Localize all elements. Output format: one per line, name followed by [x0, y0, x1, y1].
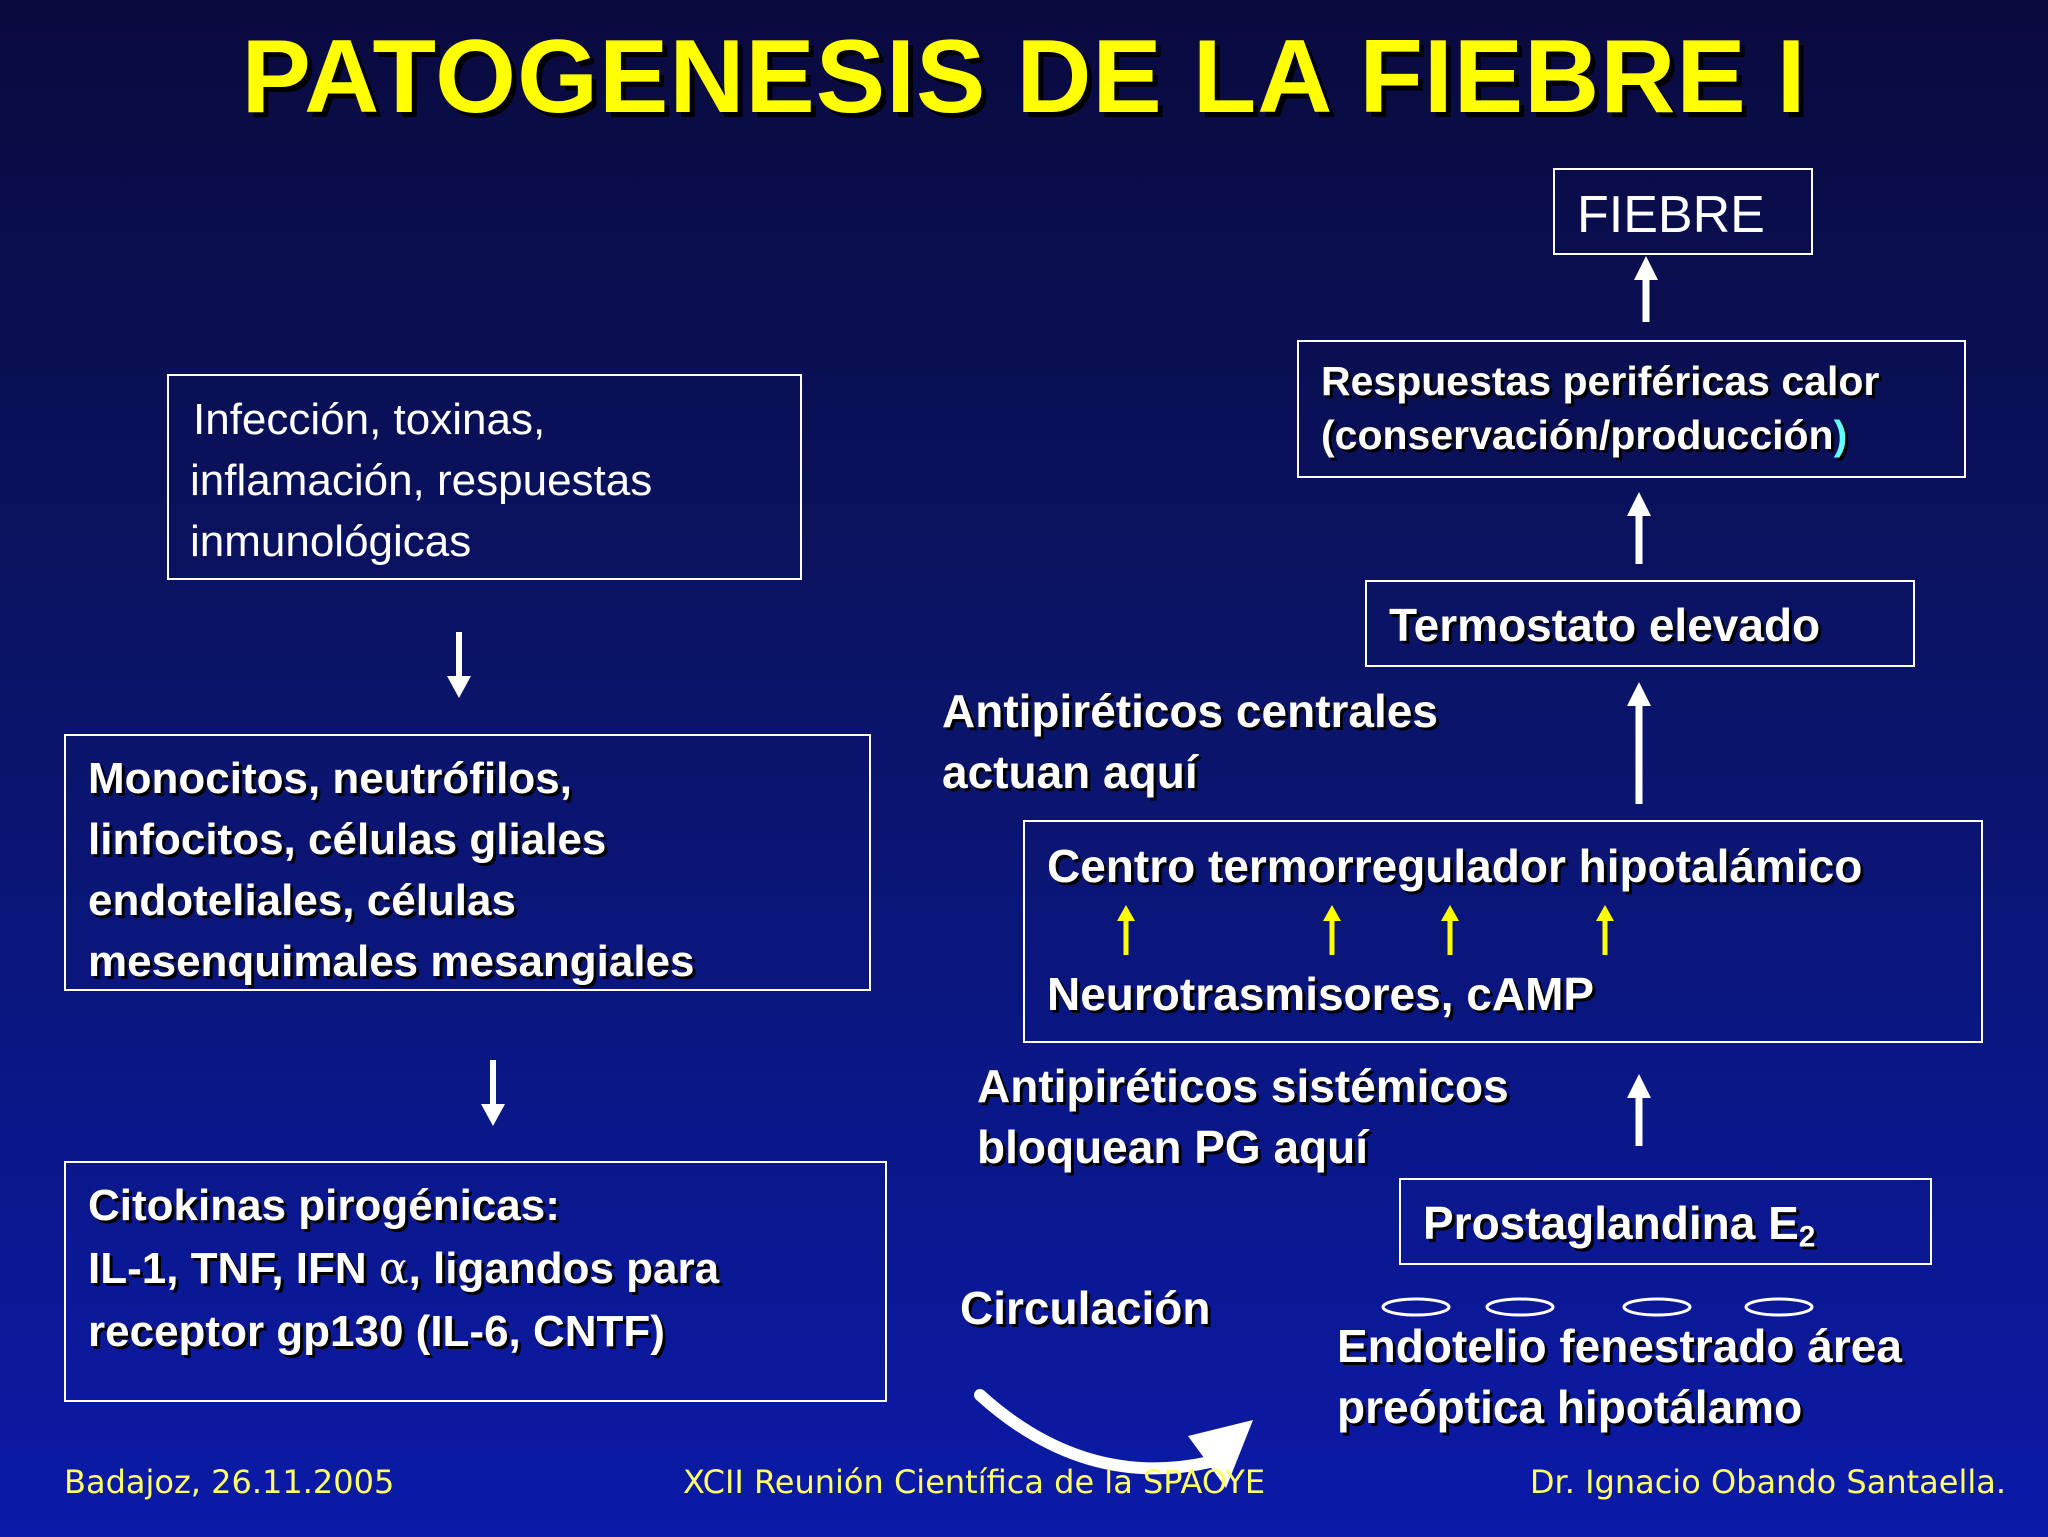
hypothalamic-center-line-2: Neurotrasmisores, cAMP [1047, 968, 1595, 1020]
thermostat-box [1365, 580, 1915, 667]
arrow-down-cells-to-cytokines [481, 1060, 505, 1126]
peripheral-line-2: (conservación/producción) [1321, 415, 1847, 456]
yellow-arrow-3 [1441, 905, 1459, 955]
circulation-curved-arrow [974, 1389, 1253, 1488]
central-antipyretics-line-1: Antipiréticos centrales [942, 685, 1438, 737]
hypothalamic-center-box [1023, 820, 1983, 1043]
slide-title: PATOGENESIS DE LA FIEBRE I [241, 19, 1807, 135]
cytokines-line-2-pre: IL-1, TNF, IFN [88, 1244, 379, 1293]
footer-author: Dr. Ignacio Obando Santaella. [1529, 1463, 2006, 1501]
infection-line-2: inflamación, respuestas [190, 456, 653, 505]
footer-location-date: Badajoz, 26.11.2005 [64, 1463, 395, 1501]
fever-label: FIEBRE [1577, 186, 1765, 244]
prostaglandin-label: Prostaglandina E2 [1423, 1200, 1815, 1252]
yellow-arrow-4 [1596, 905, 1614, 955]
endothelium-line-2: preóptica hipotálamo [1337, 1381, 1803, 1433]
fever-box [1553, 168, 1813, 255]
thermostat-label: Termostato elevado [1389, 599, 1821, 651]
prostaglandin-text: Prostaglandina E [1423, 1197, 1799, 1249]
yellow-arrow-2 [1323, 905, 1341, 955]
arrow-up-prostaglandin-to-center [1627, 1074, 1651, 1146]
systemic-antipyretics-line-2: bloquean PG aquí [977, 1121, 1369, 1173]
arrow-up-center-to-thermostat [1627, 682, 1651, 804]
peripheral-line-1: Respuestas periféricas calor [1321, 358, 1880, 404]
systemic-antipyretics-line-1: Antipiréticos sistémicos [977, 1060, 1509, 1112]
fenestration-oval-4 [1744, 1297, 1814, 1317]
arrow-up-peripheral-to-fever [1634, 256, 1658, 322]
infection-box [167, 374, 802, 580]
cytokines-box [64, 1161, 887, 1402]
infection-line-3: inmunológicas [190, 517, 472, 566]
prostaglandin-box [1399, 1178, 1932, 1265]
cytokines-line-1: Citokinas pirogénicas: [88, 1181, 560, 1230]
cytokines-line-2-post: , ligandos para [408, 1244, 720, 1293]
peripheral-close-paren: ) [1833, 412, 1848, 458]
cells-box [64, 734, 871, 991]
cytokines-line-2: IL-1, TNF, IFN α, ligandos para [88, 1247, 719, 1291]
endothelium-line-1: Endotelio fenestrado área [1337, 1320, 1902, 1372]
arrow-down-infection-to-cells [447, 632, 471, 698]
cells-line-4: mesenquimales mesangiales [88, 937, 695, 986]
cells-line-2: linfocitos, células gliales [88, 815, 607, 864]
fenestration-oval-2 [1485, 1297, 1555, 1317]
arrow-up-thermostat-to-peripheral [1627, 492, 1651, 564]
circulation-label: Circulación [960, 1282, 1211, 1334]
cells-line-3: endoteliales, células [88, 876, 516, 925]
cells-line-1: Monocitos, neutrófilos, [88, 754, 572, 803]
peripheral-box [1297, 340, 1966, 478]
peripheral-line-2-text: (conservación/producción [1321, 412, 1834, 458]
footer-event: XCII Reunión Científica de la SPAOYE [683, 1463, 1266, 1501]
infection-line-1: Infección, toxinas, [193, 395, 546, 444]
fenestration-oval-3 [1622, 1297, 1692, 1317]
central-antipyretics-line-2: actuan aquí [942, 746, 1198, 798]
fenestration-oval-1 [1381, 1297, 1451, 1317]
cytokines-line-3: receptor gp130 (IL-6, CNTF) [88, 1307, 665, 1356]
hypothalamic-center-line-1: Centro termorregulador hipotalámico [1047, 840, 1863, 892]
yellow-arrow-1 [1117, 905, 1135, 955]
prostaglandin-subscript: 2 [1798, 1220, 1816, 1254]
alpha-symbol: α [378, 1243, 409, 1294]
